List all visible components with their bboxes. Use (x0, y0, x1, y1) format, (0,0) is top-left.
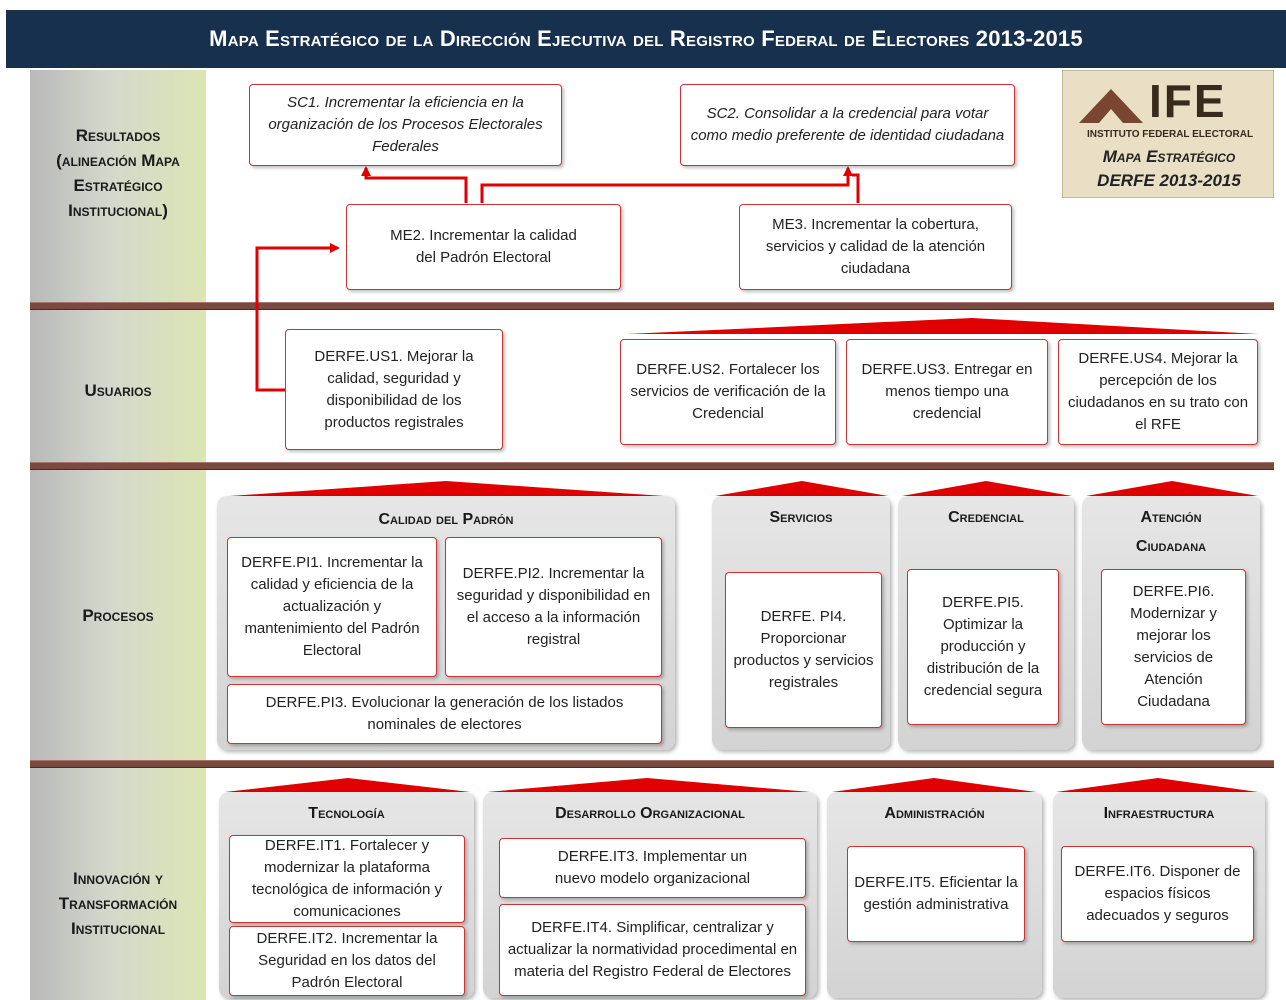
triangle-servicios (715, 481, 888, 496)
objective-pi2: DERFE.PI2. Incrementar la seguridad y di… (445, 537, 662, 677)
triangle-infraestructura (1056, 778, 1258, 792)
objective-it5: DERFE.IT5. Eficientar la gestión adminis… (847, 846, 1025, 942)
row-label-procesos: Procesos (82, 605, 154, 625)
panel-title: Atención Ciudadana (1135, 509, 1207, 555)
objective-it4: DERFE.IT4. Simplificar, centralizar y ac… (499, 904, 806, 996)
triangle-credencial (902, 481, 1072, 496)
objective-us2: DERFE.US2. Fortalecer los servicios de v… (620, 339, 836, 445)
row-separator (30, 302, 1274, 310)
objective-pi3: DERFE.PI3. Evolucionar la generación de … (227, 684, 662, 744)
panel-title: Calidad del Padrón (378, 511, 514, 528)
objective-us4: DERFE.US4. Mejorar la percepción de los … (1058, 339, 1258, 445)
row-label-innovacion: Innovación y Transformación Instituciona… (58, 868, 178, 938)
objective-pi1: DERFE.PI1. Incrementar la calidad y efic… (227, 537, 437, 677)
ife-logo: IFE INSTITUTO FEDERAL ELECTORAL Mapa Est… (1062, 70, 1274, 198)
panel-title: Servicios (769, 509, 833, 526)
triangle-desarrollo (487, 778, 810, 792)
page-title: Mapa Estratégico de la Dirección Ejecuti… (6, 10, 1286, 68)
objective-sc2: SC2. Consolidar a la credencial para vot… (680, 84, 1015, 166)
objective-us3: DERFE.US3. Entregar en menos tiempo una … (846, 339, 1048, 445)
arrow-us1-me2 (255, 243, 340, 392)
row-label-column (30, 70, 206, 1000)
objective-pi6: DERFE.PI6. Modernizar y mejorar los serv… (1101, 569, 1246, 725)
arrow-me3-sc2 (852, 173, 860, 203)
panel-title: Desarrollo Organizacional (555, 805, 745, 822)
objective-sc1: SC1. Incrementar la eficiencia en la org… (249, 84, 562, 166)
ife-logo-line2: DERFE 2013-2015 (1097, 171, 1241, 190)
ife-logo-name: IFE (1149, 75, 1227, 127)
objective-it6: DERFE.IT6. Disponer de espacios físicos … (1061, 846, 1254, 942)
triangle-tecnologia (225, 778, 470, 792)
ife-logo-institution: INSTITUTO FEDERAL ELECTORAL (1086, 129, 1254, 140)
arrow-me2-sc1 (361, 166, 468, 203)
triangle-atencion (1086, 481, 1258, 496)
panel-title: Infraestructura (1103, 805, 1215, 822)
arrow-me2-sc2 (480, 166, 853, 203)
objective-me2: ME2. Incrementar la calidad del Padrón E… (346, 204, 621, 290)
ife-logo-mark-icon (1079, 89, 1143, 123)
panel-title: Credencial (948, 509, 1024, 526)
objective-it2: DERFE.IT2. Incrementar la Seguridad en l… (229, 926, 465, 996)
objective-me3: ME3. Incrementar la cobertura, servicios… (739, 204, 1012, 290)
row-label-resultados: Resultados (alineación Mapa Estratégico … (56, 126, 180, 220)
triangle-calidad (230, 481, 664, 496)
objective-pi5: DERFE.PI5. Optimizar la producción y dis… (907, 569, 1059, 725)
panel-title: Administración (884, 805, 985, 822)
panel-title: Tecnología (308, 805, 385, 822)
objective-it1: DERFE.IT1. Fortalecer y modernizar la pl… (229, 835, 465, 923)
objective-us1: DERFE.US1. Mejorar la calidad, seguridad… (285, 329, 503, 450)
objective-pi4: DERFE. PI4. Proporcionar productos y ser… (725, 572, 882, 728)
row-separator (30, 462, 1274, 470)
row-separator (30, 760, 1274, 768)
triangle-usuarios (627, 318, 1258, 334)
ife-logo-line1: Mapa Estratégico (1102, 147, 1236, 166)
triangle-administracion (832, 778, 1036, 792)
row-label-usuarios: Usuarios (84, 380, 152, 400)
objective-it3: DERFE.IT3. Implementar un nuevo modelo o… (499, 838, 806, 898)
